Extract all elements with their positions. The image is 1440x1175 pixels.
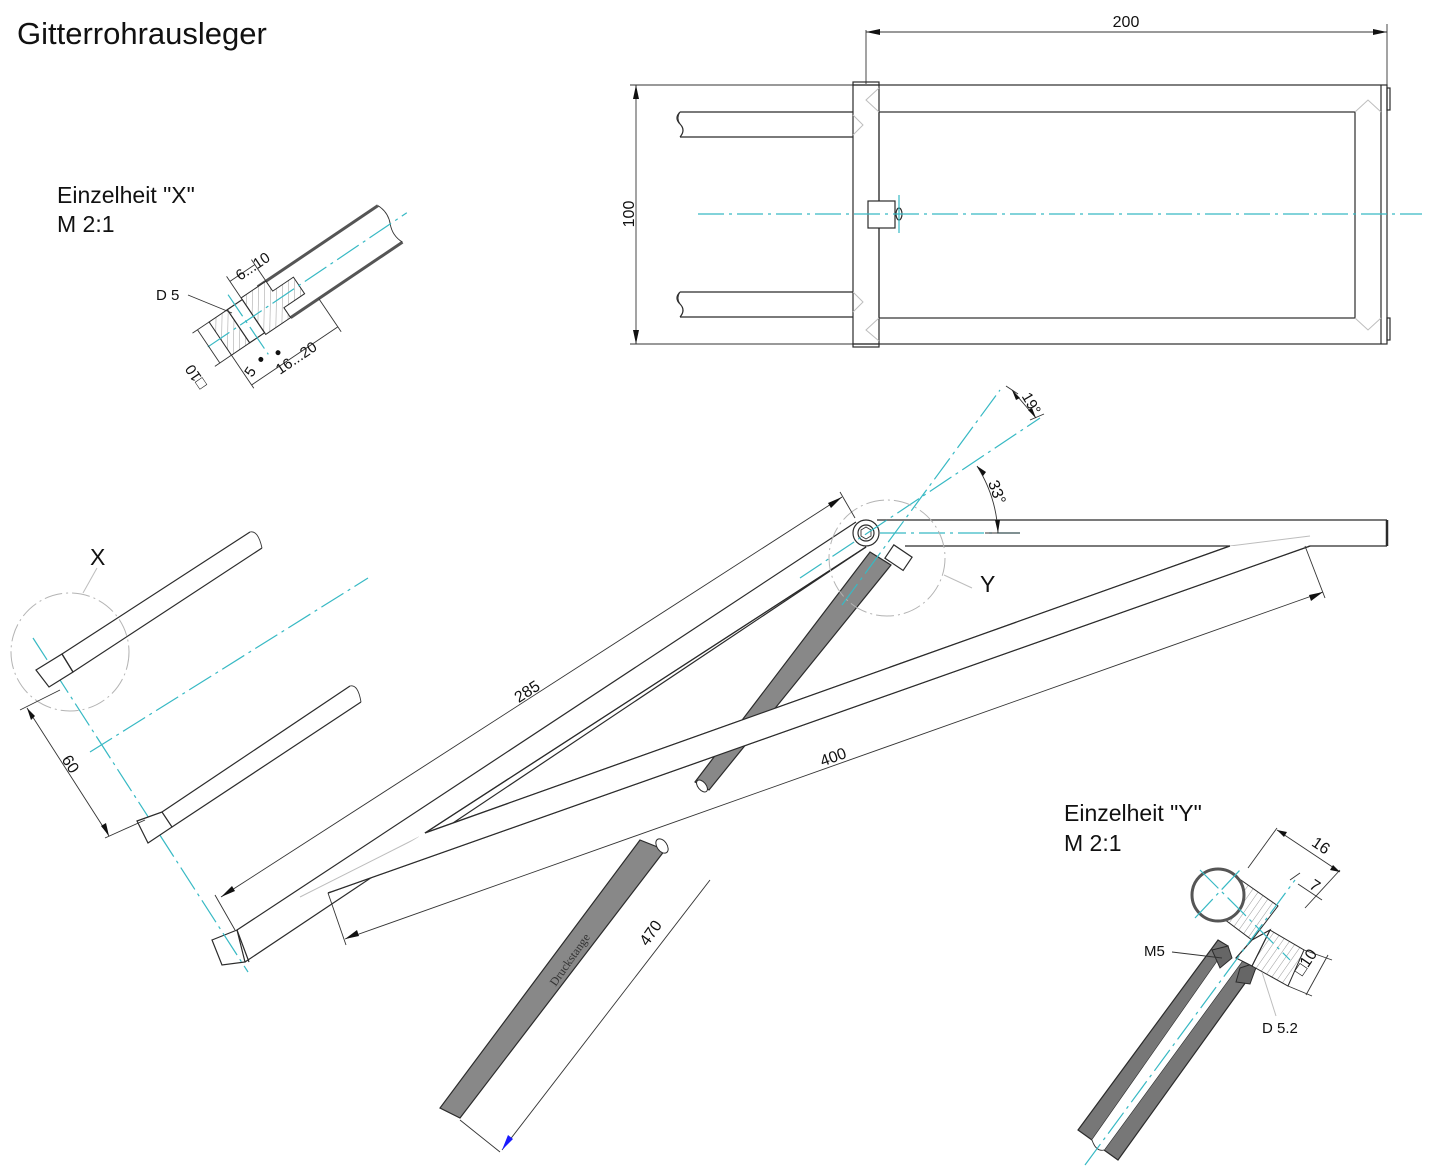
detail-x-bore: D 5 (156, 287, 179, 304)
angle-small-19: 19° (1018, 390, 1044, 418)
detail-x-len2: 16...20 (273, 339, 321, 379)
detail-y-bore: D 5.2 (1262, 1020, 1298, 1037)
detail-x-callout: X (90, 544, 105, 570)
dimension-60: 60 (19, 689, 146, 839)
detail-y-thread: M5 (1144, 943, 1165, 960)
dim-width-100: 100 (621, 201, 638, 228)
upper-strut (211, 521, 867, 966)
push-rod-loose: Druckstange (439, 838, 669, 1119)
dim-lower-strut-400: 400 (818, 745, 849, 770)
detail-y: Einzelheit "Y" M 2:1 16 7 □10 M5 (1064, 800, 1341, 1166)
horizontal-arm (877, 519, 1389, 547)
dimension-400: 400 (327, 545, 1326, 946)
angle-33: 33° (976, 465, 1020, 534)
dim-spacing-60: 60 (58, 752, 82, 776)
tube-stub-upper (676, 111, 853, 138)
top-view: 200 100 (621, 14, 1422, 348)
drawing-title: Gitterrohrausleger (17, 16, 267, 51)
detail-x-square: □10 (182, 361, 210, 392)
detail-x-scale: M 2:1 (57, 211, 115, 237)
dim-upper-strut-285: 285 (512, 678, 544, 707)
detail-y-circle (828, 499, 946, 617)
detail-y-scale: M 2:1 (1064, 830, 1122, 856)
push-rod-installed (694, 551, 892, 791)
dimension-200: 200 (865, 14, 1388, 86)
centerline-ends (32, 637, 249, 973)
tube-stub-lower (676, 291, 853, 318)
angle-main-33: 33° (984, 478, 1008, 507)
detail-x-circle (10, 592, 130, 712)
detail-y-callout: Y (980, 571, 995, 597)
dimension-100: 100 (621, 84, 856, 345)
angle-19: 19° (1005, 385, 1045, 421)
detail-y-heading: Einzelheit "Y" (1064, 800, 1202, 826)
hinge-bolt (852, 519, 913, 572)
dim-push-rod-470: 470 (637, 918, 666, 950)
detail-x-offset: 5 (241, 364, 260, 380)
detail-y-part: 7 (1306, 877, 1323, 896)
dim-length-200: 200 (1113, 14, 1140, 31)
detail-y-overall: 16 (1308, 834, 1332, 858)
tube-stubs-left (35, 531, 362, 844)
side-view: X Y 60 (10, 385, 1389, 1153)
detail-x-heading: Einzelheit "X" (57, 182, 195, 208)
detail-x: Einzelheit "X" M 2:1 (57, 182, 408, 392)
